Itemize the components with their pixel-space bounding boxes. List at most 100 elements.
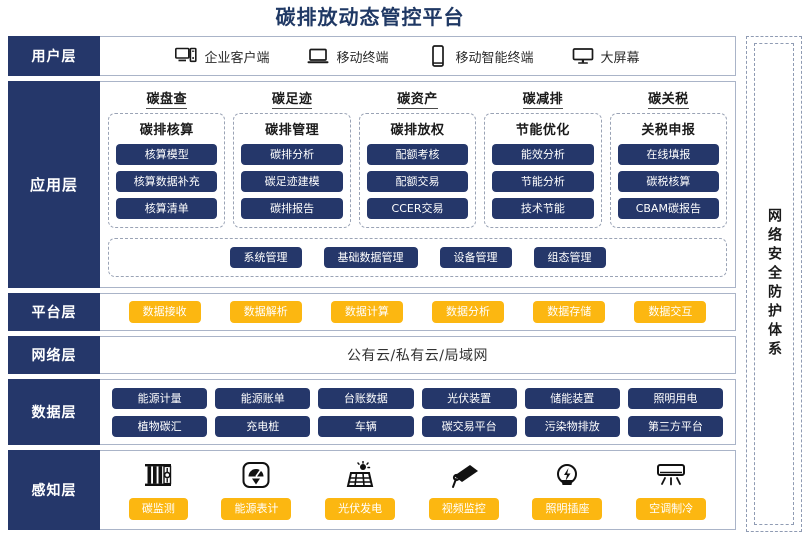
app-module-button[interactable]: 核算数据补充 [116,171,218,192]
app-group-carbon-inventory: 碳盘查 碳排核算 核算模型 核算数据补充 核算清单 [108,88,226,228]
data-source-button[interactable]: 照明用电 [627,387,724,409]
sensing-item-solar-power[interactable]: 光伏发电 [325,459,396,520]
laptop-icon [307,46,329,66]
application-groups: 碳盘查 碳排核算 核算模型 核算数据补充 核算清单 碳足迹 碳排管理 碳排分析 [108,88,728,228]
sensing-item-lighting-socket[interactable]: 照明插座 [532,459,603,520]
common-module-button[interactable]: 系统管理 [229,247,302,268]
group-title: 碳资产 [397,88,438,109]
large-screen-icon [572,46,594,66]
layer-label-network: 网络层 [8,336,100,374]
sensing-label: 视频监控 [428,497,499,520]
group-box: 碳排放权 配额考核 配额交易 CCER交易 [358,113,477,228]
layer-label-application: 应用层 [8,81,100,288]
layer-label-platform: 平台层 [8,293,100,331]
security-system-column: 网络安全防护体系 [746,36,802,532]
sensing-item-carbon-monitor[interactable]: 碳监测 [128,459,188,520]
data-source-button[interactable]: 光伏装置 [421,387,517,409]
layer-row-user: 用户层 企业客户端 [8,36,736,76]
solar-panel-icon [344,459,376,491]
layer-label-data: 数据层 [8,379,100,445]
app-module-button[interactable]: 节能分析 [492,171,594,192]
app-module-button[interactable]: 在线填报 [617,144,720,165]
app-module-button[interactable]: 碳排报告 [241,198,343,219]
terminal-label: 大屏幕 [600,50,640,66]
sensing-label: 空调制冷 [636,497,707,520]
group-subtitle: 碳排核算 [139,123,194,138]
app-module-button[interactable]: 碳税核算 [617,171,720,192]
lightbulb-socket-icon [553,459,581,491]
carbon-monitor-icon [143,459,173,491]
application-common-modules: 系统管理 基础数据管理 设备管理 组态管理 [108,238,727,277]
layer-row-platform: 平台层 数据接收 数据解析 数据计算 数据分析 数据存储 数据交互 [8,293,736,331]
common-module-button[interactable]: 设备管理 [439,247,512,268]
app-module-button[interactable]: 碳足迹建模 [241,171,343,192]
app-module-button[interactable]: 配额考核 [366,144,469,165]
app-module-button[interactable]: 核算模型 [116,144,218,165]
layer-body-network: 公有云/私有云/局域网 [100,337,735,373]
app-group-carbon-asset: 碳资产 碳排放权 配额考核 配额交易 CCER交易 [358,88,477,228]
app-module-button[interactable]: 配额交易 [366,171,469,192]
layer-row-data: 数据层 能源计量 能源账单 台账数据 光伏装置 储能装置 照明用电 植物碳汇 充… [8,379,736,445]
sensing-label: 碳监测 [128,497,188,520]
page-title: 碳排放动态管控平台 [275,5,465,29]
group-title: 碳足迹 [271,88,313,109]
data-source-button[interactable]: 第三方平台 [627,415,724,437]
layer-row-application: 应用层 碳盘查 碳排核算 核算模型 核算数据补充 核算清单 碳足迹 [8,81,736,288]
group-title: 碳减排 [522,88,564,109]
layer-stack: 用户层 企业客户端 [8,36,736,535]
platform-module-button[interactable]: 数据解析 [229,301,302,323]
app-group-carbon-footprint: 碳足迹 碳排管理 碳排分析 碳足迹建模 碳排报告 [233,88,351,228]
layer-body-application: 碳盘查 碳排核算 核算模型 核算数据补充 核算清单 碳足迹 碳排管理 碳排分析 [100,82,735,287]
cctv-camera-icon [448,459,480,491]
group-box: 关税申报 在线填报 碳税核算 CBAM碳报告 [609,113,728,228]
group-box: 碳排核算 核算模型 核算数据补充 核算清单 [108,113,226,228]
group-title: 碳盘查 [146,88,187,109]
group-title: 碳关税 [648,88,689,109]
app-module-button[interactable]: 碳排分析 [241,144,343,165]
app-module-button[interactable]: 技术节能 [492,198,594,219]
platform-module-button[interactable]: 数据计算 [330,301,403,323]
sensing-item-air-conditioning[interactable]: 空调制冷 [636,459,707,520]
platform-module-button[interactable]: 数据交互 [634,301,707,323]
sensing-item-video-surveillance[interactable]: 视频监控 [428,459,499,520]
data-source-button[interactable]: 植物碳汇 [112,415,208,437]
layer-body-user: 企业客户端 移动终端 [100,37,735,75]
data-source-button[interactable]: 碳交易平台 [421,415,517,437]
group-box: 节能优化 能效分析 节能分析 技术节能 [484,113,602,228]
group-subtitle: 节能优化 [515,123,570,138]
app-module-button[interactable]: 核算清单 [116,198,218,219]
security-system-label: 网络安全防护体系 [766,208,782,360]
data-source-button[interactable]: 污染物排放 [524,415,620,437]
layer-row-sensing: 感知层 [8,450,736,530]
terminal-item-smart-mobile-terminal[interactable]: 移动智能终端 [427,45,534,67]
security-system-inner-box: 网络安全防护体系 [754,43,794,525]
layer-body-data: 能源计量 能源账单 台账数据 光伏装置 储能装置 照明用电 植物碳汇 充电桩 车… [100,380,735,444]
sensing-label: 光伏发电 [325,497,396,520]
group-subtitle: 碳排管理 [265,123,320,138]
sensing-item-energy-meter[interactable]: 能源表计 [221,459,292,520]
app-module-button[interactable]: 能效分析 [492,144,594,165]
data-source-button[interactable]: 车辆 [318,415,414,437]
data-source-button[interactable]: 储能装置 [524,387,620,409]
data-source-button[interactable]: 台账数据 [318,387,414,409]
data-source-button[interactable]: 能源账单 [215,387,311,409]
app-module-button[interactable]: CBAM碳报告 [617,198,720,219]
energy-meter-icon [241,459,271,491]
app-module-button[interactable]: CCER交易 [366,198,469,219]
data-source-button[interactable]: 充电桩 [215,415,311,437]
platform-module-button[interactable]: 数据接收 [128,301,201,323]
platform-module-button[interactable]: 数据存储 [533,301,606,323]
platform-module-button[interactable]: 数据分析 [432,301,505,323]
app-group-carbon-reduction: 碳减排 节能优化 能效分析 节能分析 技术节能 [484,88,602,228]
data-source-button[interactable]: 能源计量 [112,387,208,409]
sensing-label: 能源表计 [221,497,292,520]
air-conditioner-icon [655,459,687,491]
terminal-label: 移动终端 [336,50,389,66]
terminal-item-large-screen[interactable]: 大屏幕 [572,46,640,66]
group-subtitle: 碳排放权 [390,123,445,138]
terminal-item-enterprise-client[interactable]: 企业客户端 [175,46,269,66]
common-module-button[interactable]: 基础数据管理 [323,247,418,268]
terminal-item-mobile-terminal[interactable]: 移动终端 [307,46,389,66]
common-module-button[interactable]: 组态管理 [533,247,606,268]
smartphone-icon [427,45,449,67]
